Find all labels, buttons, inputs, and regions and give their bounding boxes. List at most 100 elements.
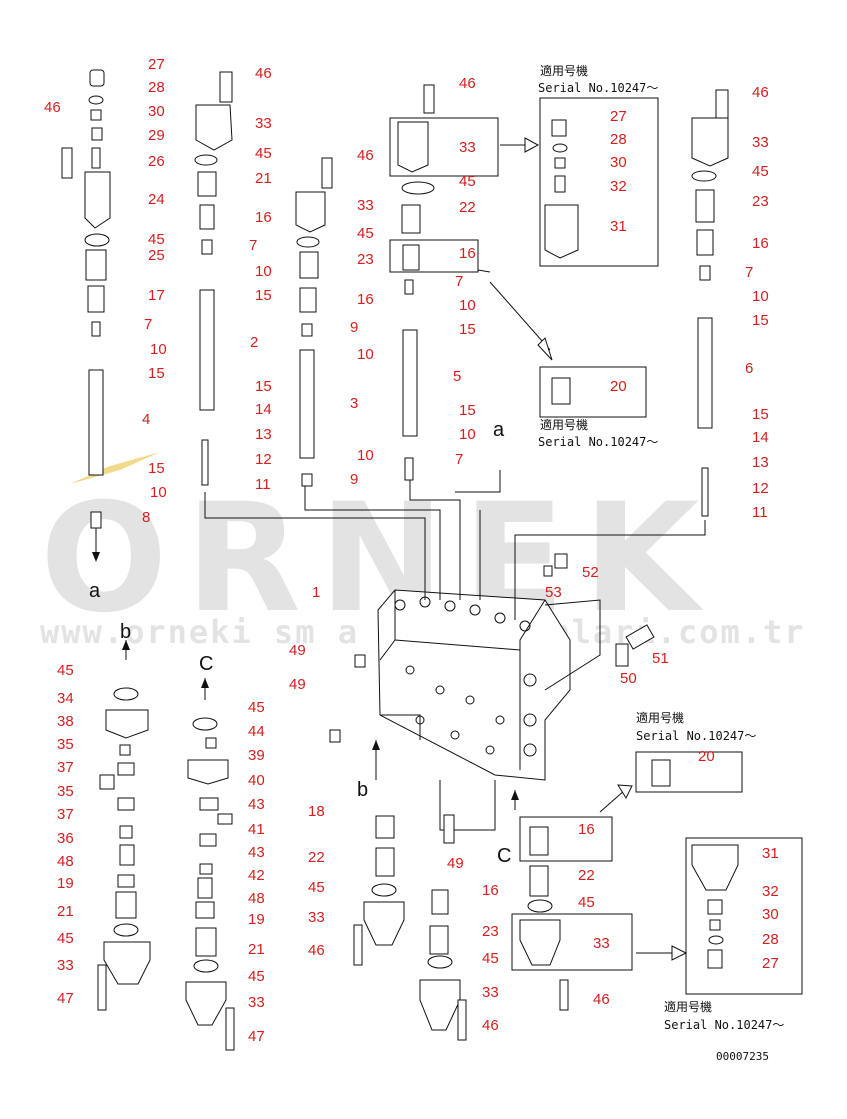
bottom-left-2-parts [185,678,235,1051]
label-46: 46 [482,1017,499,1034]
label-7: 7 [249,237,257,254]
label-28: 28 [610,131,627,148]
label-45: 45 [752,163,769,180]
label-19: 19 [57,875,74,892]
serial-notes: 適用号機 Serial No.10247～ 適用号機 Serial No.102… [538,63,784,1032]
label-20: 20 [698,748,715,765]
label-10: 10 [150,341,167,358]
label-3: 3 [350,395,358,412]
valve-body [377,589,571,781]
label-39: 39 [248,747,265,764]
label-41: 41 [248,821,265,838]
bottom-left-parts [97,640,151,1011]
label-33: 33 [308,909,325,926]
watermark-swoosh [70,452,160,484]
label-45: 45 [357,225,374,242]
label-33: 33 [459,139,476,156]
label-17: 17 [148,287,165,304]
marker-b-mid: b [357,779,368,801]
label-10: 10 [357,346,374,363]
serial-note-4-line2: Serial No.10247～ [664,1018,784,1032]
label-14: 14 [752,429,769,446]
marker-a-left: a [89,580,101,602]
label-7: 7 [455,273,463,290]
label-52: 52 [582,564,599,581]
label-10: 10 [150,484,167,501]
label-15: 15 [752,312,769,329]
label-31: 31 [762,845,779,862]
column-1-parts [61,69,111,562]
label-33: 33 [357,197,374,214]
misc-body-parts [329,553,655,743]
label-49: 49 [289,642,306,659]
label-6: 6 [745,360,753,377]
label-45: 45 [255,145,272,162]
serial-box-mid [539,366,647,418]
label-16: 16 [255,209,272,226]
label-28: 28 [762,931,779,948]
drawing-code: 00007235 [716,1050,769,1063]
label-11: 11 [752,504,768,521]
label-46: 46 [357,147,374,164]
label-48: 48 [57,853,74,870]
label-16: 16 [357,291,374,308]
label-43: 43 [248,796,265,813]
label-46: 46 [255,65,272,82]
label-16: 16 [578,821,595,838]
label-10: 10 [459,297,476,314]
label-33: 33 [482,984,499,1001]
label-33: 33 [248,994,265,1011]
label-53: 53 [545,584,562,601]
part-number-labels: 1 2 3 4 5 6 7 7 7 7 7 8 9 9 10 10 10 10 … [44,56,779,1045]
bottom-right-parts [511,751,803,1011]
label-22: 22 [578,867,595,884]
label-9: 9 [350,319,358,336]
bottom-mid-parts [353,740,467,1041]
label-33: 33 [593,935,610,952]
serial-note-4-line1: 適用号機 [664,999,712,1014]
label-50: 50 [620,670,637,687]
label-20: 20 [610,378,627,395]
label-46: 46 [593,991,610,1008]
label-18: 18 [308,803,325,820]
label-21: 21 [255,170,272,187]
label-45: 45 [459,173,476,190]
marker-c-left: C [199,653,213,675]
serial-note-1-line2: Serial No.10247～ [538,81,658,95]
label-12: 12 [752,480,769,497]
column-2-parts [194,71,233,486]
label-23: 23 [482,923,499,940]
label-27: 27 [762,955,779,972]
label-46: 46 [752,84,769,101]
serial-note-1-line1: 適用号機 [540,63,588,78]
label-34: 34 [57,690,74,707]
label-30: 30 [148,103,165,120]
label-28: 28 [148,79,165,96]
watermark-brand: ORNEK [40,472,717,646]
label-51: 51 [652,650,669,667]
label-22: 22 [459,199,476,216]
serial-note-2-line1: 適用号機 [540,417,588,432]
label-2: 2 [250,334,258,351]
label-7: 7 [144,316,152,333]
label-19: 19 [248,911,265,928]
label-30: 30 [762,906,779,923]
label-15: 15 [459,321,476,338]
label-15: 15 [752,406,769,423]
label-16: 16 [459,245,476,262]
label-7: 7 [745,264,753,281]
label-8: 8 [142,509,150,526]
label-10: 10 [357,447,374,464]
label-33: 33 [57,957,74,974]
label-1: 1 [312,584,320,601]
label-45: 45 [578,894,595,911]
label-45: 45 [248,699,265,716]
label-13: 13 [255,426,272,443]
flow-markers: a a b b C C [89,419,511,867]
label-11: 11 [255,476,271,493]
label-38: 38 [57,713,74,730]
label-23: 23 [357,251,374,268]
label-35: 35 [57,783,74,800]
label-27: 27 [148,56,165,73]
